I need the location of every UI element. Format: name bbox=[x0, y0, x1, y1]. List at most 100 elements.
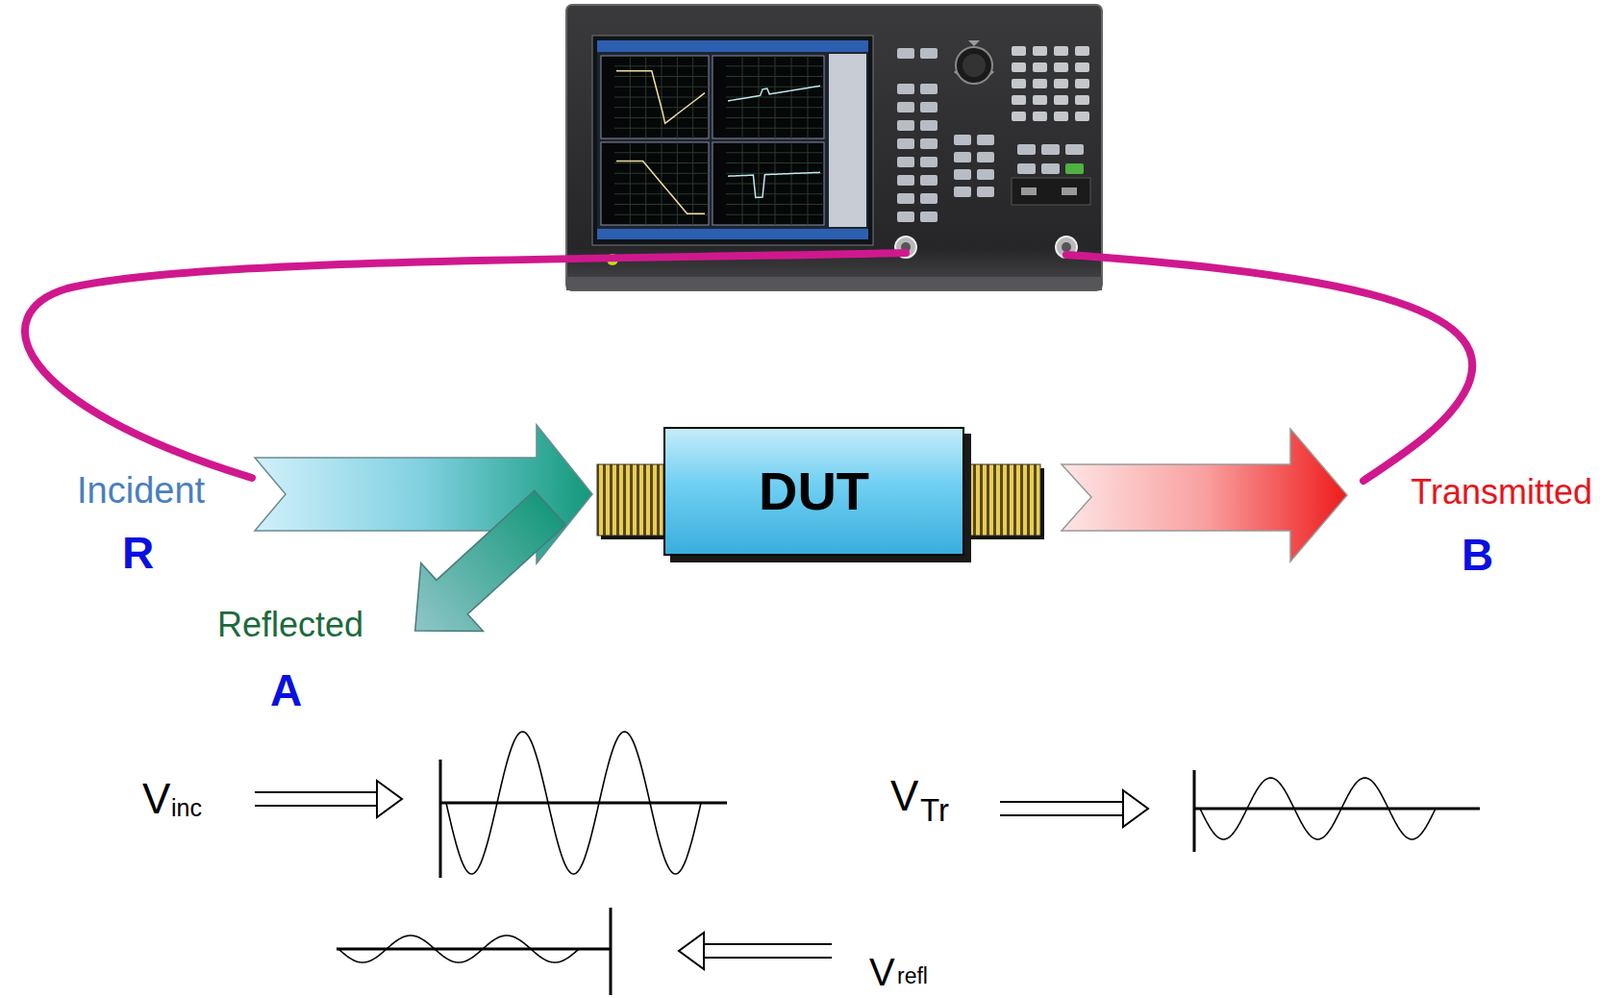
usb-port bbox=[1021, 187, 1037, 196]
voltage-subscript: inc bbox=[171, 796, 202, 821]
key bbox=[920, 175, 938, 186]
grid-line bbox=[807, 55, 809, 139]
key bbox=[897, 83, 915, 95]
screen-bezel bbox=[592, 35, 874, 246]
key bbox=[1017, 163, 1036, 175]
grid-line bbox=[807, 142, 809, 225]
keypad-key bbox=[1053, 46, 1069, 56]
key bbox=[897, 48, 915, 59]
voltage-symbol: V bbox=[890, 775, 919, 818]
voltage-subscript: Tr bbox=[920, 794, 950, 826]
device-label: DUT bbox=[758, 464, 870, 519]
grid-line bbox=[775, 142, 776, 225]
receiver-name: B bbox=[1461, 532, 1494, 577]
key bbox=[897, 175, 915, 186]
keypad-key bbox=[1075, 78, 1090, 89]
grid-line bbox=[758, 55, 760, 139]
key bbox=[976, 169, 995, 180]
rotary-knob-cap bbox=[962, 53, 986, 77]
threaded-connector bbox=[597, 464, 664, 536]
keypad-key bbox=[1032, 46, 1048, 56]
reflected-arrow bbox=[383, 474, 581, 666]
network-analyzer bbox=[566, 4, 1102, 291]
key bbox=[976, 151, 995, 163]
test-cable bbox=[1066, 254, 1473, 481]
trace-panel bbox=[712, 142, 825, 225]
rotary-knob bbox=[955, 47, 993, 84]
key bbox=[897, 101, 915, 113]
transmitted-arrow bbox=[1061, 428, 1348, 562]
key bbox=[920, 138, 938, 150]
grid-line bbox=[676, 142, 678, 225]
usb-panel bbox=[1011, 177, 1091, 205]
hollow-arrow bbox=[678, 932, 832, 970]
grid-line bbox=[645, 55, 647, 139]
analyzer-foot bbox=[566, 276, 1102, 291]
reflected-sine bbox=[338, 935, 579, 963]
screen-title-bar bbox=[597, 40, 869, 52]
grid-line bbox=[791, 55, 793, 139]
grid-line bbox=[758, 142, 760, 225]
trace-panel bbox=[600, 55, 709, 139]
grid-line bbox=[742, 142, 744, 225]
key bbox=[953, 134, 972, 146]
measurement-trace bbox=[727, 85, 821, 101]
trace-panel bbox=[600, 142, 709, 225]
analyzer-body bbox=[566, 4, 1102, 291]
keypad-key bbox=[1032, 78, 1048, 89]
key bbox=[1065, 144, 1084, 155]
receiver-name: R bbox=[122, 530, 154, 575]
key bbox=[953, 186, 972, 198]
keypad-key bbox=[1053, 62, 1069, 73]
screen-status-bar bbox=[597, 228, 869, 240]
time-axis bbox=[336, 948, 611, 951]
keypad-key bbox=[1053, 95, 1069, 105]
grid-line bbox=[645, 142, 647, 225]
key bbox=[897, 138, 915, 150]
key bbox=[976, 134, 995, 146]
measurement-trace bbox=[616, 161, 705, 215]
keypad-key bbox=[1075, 95, 1090, 105]
trace-panel bbox=[712, 55, 825, 139]
grid-line bbox=[692, 142, 694, 225]
reference-plane bbox=[1193, 770, 1197, 852]
grid-line bbox=[742, 55, 744, 139]
hollow-arrow bbox=[1000, 790, 1149, 827]
keypad-key bbox=[1032, 95, 1048, 105]
measurement-trace bbox=[616, 71, 705, 125]
signal-name: Reflected bbox=[217, 607, 364, 643]
receiver-name: A bbox=[270, 668, 302, 713]
keypad-key bbox=[1011, 46, 1026, 56]
usb-port bbox=[1061, 187, 1077, 196]
key bbox=[897, 120, 915, 131]
front-panel-keys bbox=[897, 40, 1091, 223]
key bbox=[920, 120, 938, 131]
keypad-key bbox=[1053, 111, 1069, 122]
keypad-key bbox=[1011, 62, 1026, 73]
signal-name: Transmitted bbox=[1410, 475, 1593, 510]
reference-plane bbox=[609, 907, 613, 996]
transmitted-sine bbox=[1200, 777, 1436, 840]
time-axis bbox=[440, 801, 727, 805]
softkey-panel bbox=[828, 53, 867, 227]
port-2-center bbox=[1061, 242, 1072, 252]
keypad-key bbox=[1032, 62, 1048, 73]
keypad-key bbox=[1053, 78, 1069, 89]
grid-line bbox=[661, 55, 663, 139]
grid-line bbox=[791, 142, 793, 225]
signal-name: Incident bbox=[76, 472, 205, 509]
measurement-trace bbox=[727, 172, 821, 198]
key bbox=[1065, 163, 1084, 175]
voltage-symbol: V bbox=[142, 777, 171, 821]
time-axis bbox=[1194, 807, 1480, 811]
keypad-key bbox=[1011, 78, 1026, 89]
incident-sine bbox=[446, 731, 701, 875]
reflected-arrow-shape bbox=[383, 474, 581, 666]
key bbox=[920, 101, 938, 113]
key bbox=[920, 156, 938, 168]
key bbox=[897, 211, 915, 223]
keypad-key bbox=[1075, 62, 1090, 73]
key bbox=[1017, 144, 1036, 155]
key bbox=[920, 48, 938, 59]
